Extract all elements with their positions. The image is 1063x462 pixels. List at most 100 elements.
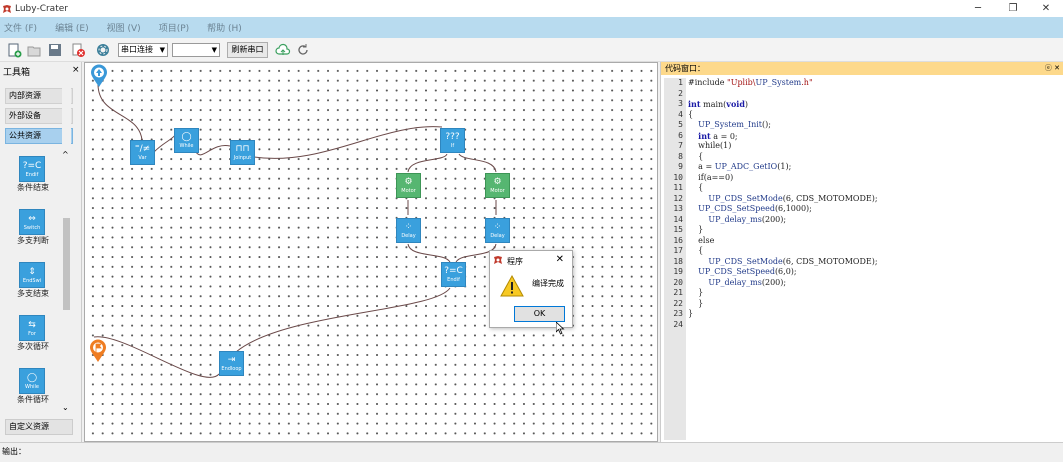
block-label: Switch bbox=[23, 224, 41, 231]
menu-help[interactable]: 帮助 (H) bbox=[207, 24, 242, 34]
node-label: Var bbox=[138, 155, 147, 161]
scroll-down-icon[interactable]: ⌄ bbox=[62, 403, 69, 412]
toolbar: 串口连接▼ ▼ 刷新串口 bbox=[0, 38, 1063, 62]
refresh-port-button[interactable]: 刷新串口 bbox=[227, 42, 268, 58]
block-label: EndSwi bbox=[22, 277, 42, 284]
node-label: Endloop bbox=[221, 366, 242, 372]
dialog-message: 编译完成 bbox=[532, 279, 564, 288]
toolbox-block-for[interactable]: ⇆ For bbox=[19, 315, 45, 341]
toolbox-block-while[interactable]: ◯ While bbox=[19, 368, 45, 394]
code-line: } bbox=[688, 288, 704, 297]
node-label: Delay bbox=[401, 233, 416, 239]
cloud-upload-icon[interactable] bbox=[275, 42, 291, 58]
delay-icon: ⁘ bbox=[404, 222, 413, 232]
category-common[interactable]: 公共资源 bbox=[5, 128, 73, 144]
code-line: { bbox=[688, 246, 704, 255]
node-joinput[interactable]: ⊓⊓ Joinput bbox=[230, 140, 255, 165]
line-number: 10 bbox=[673, 172, 683, 182]
node-label: Motor bbox=[490, 188, 505, 194]
line-number: 16 bbox=[673, 235, 683, 245]
menu-edit[interactable]: 编辑 (E) bbox=[55, 24, 89, 34]
line-number: 13 bbox=[673, 204, 683, 213]
port-value-select[interactable]: ▼ bbox=[172, 43, 220, 57]
code-line: UP_System_Init(); bbox=[698, 120, 771, 129]
line-number: 22 bbox=[673, 298, 683, 308]
code-editor[interactable]: #include "Uplib\UP_System.h"int main(voi… bbox=[688, 78, 1063, 440]
menu-view[interactable]: 视图 (V) bbox=[106, 24, 141, 34]
line-number: 9 bbox=[678, 162, 683, 171]
new-file-icon[interactable] bbox=[6, 42, 22, 58]
ok-button[interactable]: OK bbox=[514, 306, 565, 322]
code-line: } bbox=[688, 309, 694, 318]
node-endloop[interactable]: ⇥ Endloop bbox=[219, 351, 244, 376]
node-label: Motor bbox=[401, 188, 416, 194]
node-motor-left[interactable]: ⚙ Motor bbox=[396, 173, 421, 198]
line-number: 19 bbox=[673, 267, 683, 276]
minimize-button[interactable]: ─ bbox=[974, 3, 982, 14]
code-line: UP_CDS_SetMode(6, CDS_MOTOMODE); bbox=[708, 256, 878, 266]
endif-glyph: ?=C bbox=[22, 160, 42, 171]
code-window-header: 代码窗口： ⓔ ✕ bbox=[661, 62, 1063, 75]
restore-button[interactable]: ❐ bbox=[1008, 3, 1018, 14]
line-number: 17 bbox=[673, 246, 683, 255]
toolbox-block-endif[interactable]: ?=C Endif bbox=[19, 156, 45, 182]
line-number: 2 bbox=[678, 88, 683, 98]
code-line: UP_delay_ms(200); bbox=[708, 277, 787, 287]
menu-file[interactable]: 文件 (F) bbox=[4, 24, 38, 34]
output-label: 输出： bbox=[2, 447, 26, 456]
motor-gear-icon: ⚙ bbox=[493, 177, 502, 187]
node-var[interactable]: ⁼/≠ Var bbox=[130, 140, 155, 165]
port-connect-label: 串口连接 bbox=[121, 45, 153, 54]
compile-dialog: 程序 ✕ 编译完成 OK bbox=[489, 250, 573, 328]
close-button[interactable]: ✕ bbox=[1041, 3, 1051, 14]
code-line: a = UP_ADC_GetIO(1); bbox=[688, 162, 792, 171]
node-while[interactable]: ◯ While bbox=[174, 128, 199, 153]
menu-project[interactable]: 项目(P) bbox=[158, 24, 190, 34]
flow-connections bbox=[93, 83, 497, 378]
block-caption: 多支结束 bbox=[17, 289, 49, 298]
node-label: If bbox=[450, 143, 455, 149]
node-if[interactable]: ??? If bbox=[440, 128, 465, 153]
end-flag-marker-icon[interactable] bbox=[89, 339, 107, 366]
category-external[interactable]: 外部设备 bbox=[5, 108, 73, 124]
endif-icon: ?=C bbox=[444, 266, 463, 276]
line-number: 15 bbox=[673, 225, 683, 234]
line-number: 24 bbox=[673, 319, 683, 329]
save-icon[interactable] bbox=[47, 42, 63, 58]
node-delay-right[interactable]: ⁘ Delay bbox=[485, 218, 510, 243]
open-folder-icon[interactable] bbox=[26, 42, 42, 58]
output-panel: 输出： bbox=[0, 442, 1063, 462]
node-delay-left[interactable]: ⁘ Delay bbox=[396, 218, 421, 243]
code-line: } bbox=[688, 225, 704, 234]
toolbox-title: 工具箱 bbox=[3, 68, 31, 78]
node-motor-right[interactable]: ⚙ Motor bbox=[485, 173, 510, 198]
scroll-up-icon[interactable]: ^ bbox=[62, 150, 69, 159]
start-marker-icon[interactable] bbox=[90, 64, 108, 91]
settings-gear-icon[interactable] bbox=[95, 42, 111, 58]
toolbox-block-switch[interactable]: ⇔ Switch bbox=[19, 209, 45, 235]
block-caption: 多支判断 bbox=[17, 236, 49, 245]
category-internal[interactable]: 内部资源 bbox=[5, 88, 73, 104]
toolbox-block-endswitch[interactable]: ⇕ EndSwi bbox=[19, 262, 45, 288]
category-custom[interactable]: 自定义资源 bbox=[5, 419, 73, 435]
code-window-controls[interactable]: ⓔ ✕ bbox=[1044, 64, 1060, 72]
motor-gear-icon: ⚙ bbox=[404, 177, 413, 187]
refresh-icon[interactable] bbox=[295, 42, 311, 58]
toolbox-close-icon[interactable]: × bbox=[72, 65, 80, 75]
code-line: #include "Uplib\UP_System.h" bbox=[688, 78, 813, 87]
code-line: UP_CDS_SetSpeed(6,1000); bbox=[698, 204, 812, 213]
delete-file-icon[interactable] bbox=[70, 42, 86, 58]
toolbox-scroll-thumb[interactable] bbox=[63, 218, 70, 310]
joinput-icon: ⊓⊓ bbox=[235, 144, 250, 154]
code-line: { bbox=[688, 151, 704, 161]
code-line: else bbox=[688, 235, 715, 245]
while-glyph: ◯ bbox=[26, 372, 38, 383]
node-endif[interactable]: ?=C Endif bbox=[441, 262, 466, 287]
line-number: 12 bbox=[673, 193, 683, 203]
dialog-close-icon[interactable]: ✕ bbox=[555, 254, 564, 265]
port-connect-select[interactable]: 串口连接▼ bbox=[118, 43, 168, 57]
code-line: int main(void) bbox=[688, 99, 749, 109]
code-line: if(a==0) bbox=[688, 172, 734, 182]
